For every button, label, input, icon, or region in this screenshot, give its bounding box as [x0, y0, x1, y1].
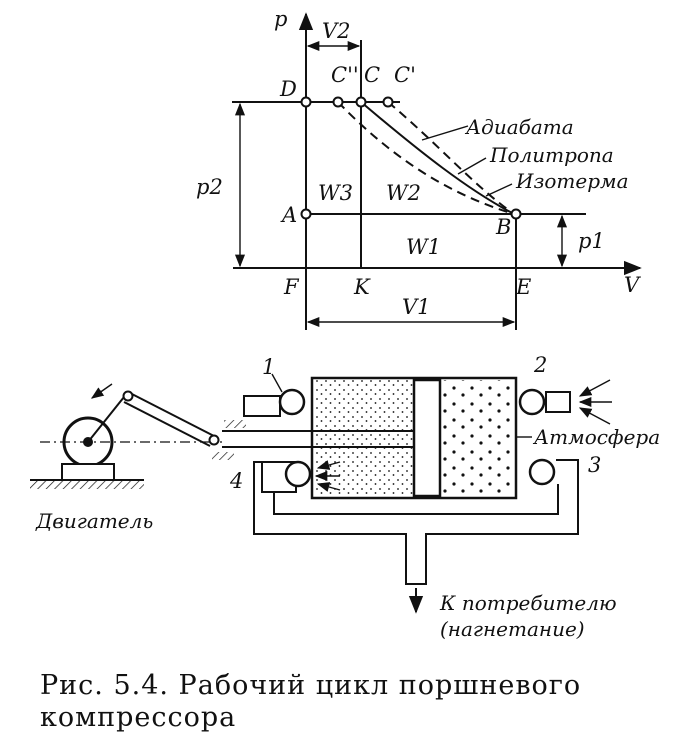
- engine-base: [61, 463, 115, 481]
- discharge-arrows: [314, 460, 341, 492]
- label-v1: V1: [402, 295, 431, 319]
- consumer-label: К потребителю: [439, 591, 617, 615]
- pv-diagram: p V D C'' C C' A B F K E V2: [196, 7, 642, 330]
- label-b: B: [495, 215, 511, 239]
- isotherm-leader: [485, 183, 513, 197]
- point-c: [355, 96, 367, 108]
- rod-guide-bottom: [212, 452, 234, 460]
- adiabat-curve: [387, 101, 515, 215]
- label-d: D: [279, 77, 297, 101]
- caption-line-2: компрессора: [40, 702, 236, 733]
- label-e: E: [515, 275, 531, 299]
- polytrope-curve: [360, 101, 515, 215]
- valve-1-pipe: [243, 395, 281, 417]
- discharge-manifold-inner: [273, 484, 559, 515]
- engine-foundation-hatch: [30, 481, 144, 489]
- discharge-manifold: [253, 459, 579, 585]
- point-a: [300, 208, 312, 220]
- label-k: K: [353, 275, 371, 299]
- label-p2: p2: [196, 175, 223, 199]
- crosshead-pin: [208, 434, 220, 446]
- label-w1: W1: [406, 235, 441, 259]
- label-p1: p1: [578, 229, 605, 253]
- rotation-arrow: [90, 383, 113, 399]
- compressed-gas-right: [440, 380, 514, 496]
- label-c-double-prime: C'': [331, 63, 359, 87]
- point-c-prime: [382, 96, 394, 108]
- suction-chamber-left: [314, 380, 414, 496]
- compressor-mechanism: 1 2 Атмосфера 3 4 К потре: [30, 353, 660, 641]
- engine-label: Двигатель: [35, 509, 153, 533]
- piston: [412, 378, 442, 498]
- atmosphere-inflow-arrows: [578, 379, 612, 425]
- port-4-label: 4: [229, 469, 243, 493]
- valve-3: [528, 458, 556, 486]
- port-1-label: 1: [262, 355, 275, 379]
- v-axis-label: V: [624, 273, 641, 297]
- connecting-rod-bottom: [123, 401, 211, 447]
- atmosphere-label: Атмосфера: [532, 425, 660, 449]
- label-c: C: [364, 63, 380, 87]
- valve-2-pipe: [545, 391, 571, 413]
- label-c-prime: C': [394, 63, 416, 87]
- point-d: [300, 96, 312, 108]
- valve-2: [518, 388, 546, 416]
- cylinder: [310, 376, 518, 500]
- caption-line-1: Рис. 5.4. Рабочий цикл поршневого: [40, 670, 581, 701]
- valve-1: [278, 388, 306, 416]
- label-polytrope: Политропа: [489, 143, 614, 167]
- adiabat-leader: [421, 125, 469, 141]
- crank-arm: [87, 391, 129, 443]
- isotherm-curve: [337, 101, 515, 215]
- label-w2: W2: [386, 181, 421, 205]
- valve-1-leader: [271, 373, 283, 393]
- label-w3: W3: [318, 181, 353, 205]
- port-3-label: 3: [588, 453, 601, 477]
- label-isotherm: Изотерма: [515, 169, 629, 193]
- figure-caption: Рис. 5.4. Рабочий цикл поршневого компре…: [40, 670, 581, 733]
- label-f: F: [283, 275, 300, 299]
- point-c-double-prime: [332, 96, 344, 108]
- p-axis-label: p: [274, 7, 287, 31]
- rod-guide-top: [224, 420, 246, 428]
- label-a: A: [280, 203, 297, 227]
- point-b: [510, 208, 522, 220]
- label-v2: V2: [322, 19, 351, 43]
- crank-pin: [122, 390, 134, 402]
- connecting-rod-top: [127, 391, 215, 437]
- port-2-label: 2: [533, 353, 547, 377]
- consumer-sublabel: (нагнетание): [440, 617, 585, 641]
- label-adiabat: Адиабата: [464, 115, 574, 139]
- polytrope-leader: [457, 157, 487, 175]
- valve-4: [284, 460, 312, 488]
